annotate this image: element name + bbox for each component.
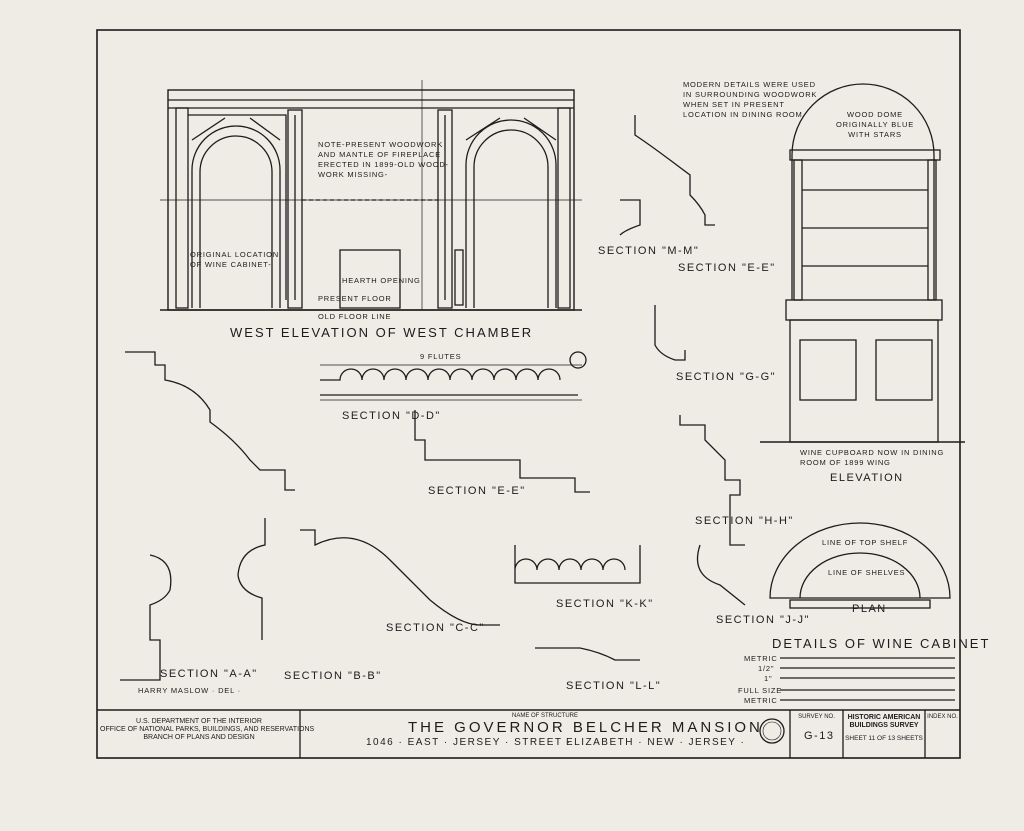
section-cc-profile — [300, 529, 500, 626]
agency-block: U.S. DEPARTMENT OF THE INTERIOR OFFICE O… — [100, 718, 315, 741]
scale-label-full-size: FULL SIZE — [738, 686, 783, 695]
line-top-shelf-label: LINE OF TOP SHELF — [822, 538, 909, 547]
section-aa-label: SECTION "A-A" — [160, 668, 258, 680]
habs-label: HISTORIC AMERICAN BUILDINGS SURVEY — [847, 714, 921, 729]
line-shelves-label: LINE OF SHELVES — [828, 568, 906, 577]
survey-number: G-13 — [804, 730, 835, 742]
section-aa-profile — [125, 351, 295, 491]
section-hh-profile — [679, 415, 745, 546]
structure-name-caption: NAME OF STRUCTURE — [512, 713, 578, 719]
note-woodwork: NOTE-PRESENT WOODWORK AND MANTLE OF FIRE… — [318, 140, 449, 179]
elevation-label: ELEVATION — [830, 472, 904, 484]
original-location-note: ORIGINAL LOCATION OF WINE CABINET- — [190, 250, 280, 269]
section-gg-label: SECTION "G-G" — [676, 371, 777, 383]
old-floor-line-label: OLD FLOOR LINE — [318, 312, 392, 321]
section-dd-label: SECTION "D-D" — [342, 410, 441, 422]
scale-label-one-inch: 1" — [764, 674, 773, 683]
section-bb-label: SECTION "B-B" — [284, 670, 382, 682]
hearth-opening-label: HEARTH OPENING — [342, 276, 421, 285]
section-ee-lower-profile — [414, 410, 590, 493]
section-hh-label: SECTION "H-H" — [695, 515, 794, 527]
section-ee-lower-label: SECTION "E-E" — [428, 485, 526, 497]
present-floor-label: PRESENT FLOOR — [318, 294, 392, 303]
section-jj-label: SECTION "J-J" — [716, 614, 810, 626]
section-mm-label: SECTION "M-M" — [598, 245, 700, 257]
structure-name: THE GOVERNOR BELCHER MANSION — [408, 719, 763, 736]
west-elevation — [160, 80, 582, 311]
sheet-border — [96, 29, 961, 759]
structure-city: ELIZABETH · NEW · JERSEY · — [566, 737, 746, 748]
scale-label-metric-top: METRIC — [744, 654, 778, 663]
section-kk-label: SECTION "K-K" — [556, 598, 654, 610]
delineator-credit: HARRY MASLOW · DEL · — [138, 686, 241, 695]
survey-no-caption: SURVEY NO. — [798, 714, 835, 720]
west-elevation-title: WEST ELEVATION OF WEST CHAMBER — [230, 325, 534, 340]
wine-cabinet-elevation — [760, 83, 965, 443]
sheet-number: SHEET 11 OF 13 SHEETS — [845, 735, 923, 742]
survey-seal — [759, 718, 785, 744]
wine-cupboard-note: WINE CUPBOARD NOW IN DINING ROOM OF 1899… — [800, 448, 945, 467]
wine-cabinet-plan — [769, 522, 951, 609]
index-no-caption: INDEX NO. — [927, 714, 958, 720]
flutes-label: 9 FLUTES — [420, 352, 462, 361]
section-gg-profile — [654, 305, 686, 361]
scale-bar — [780, 657, 955, 701]
section-jj-profile — [696, 544, 746, 606]
section-ee-upper-label: SECTION "E-E" — [678, 262, 776, 274]
wood-dome-note: WOOD DOME ORIGINALLY BLUE WITH STARS — [836, 110, 914, 139]
section-ee-upper-profile — [634, 115, 715, 226]
plan-label: PLAN — [852, 603, 887, 615]
section-cc-label: SECTION "C-C" — [386, 622, 485, 634]
structure-address: 1046 · EAST · JERSEY · STREET · — [366, 737, 572, 748]
section-bb-profile — [237, 518, 266, 640]
scale-label-half-inch: 1/2" — [758, 664, 775, 673]
section-ll-label: SECTION "L-L" — [566, 680, 662, 692]
section-aa-lower-profile — [120, 554, 172, 681]
section-dd-profile — [320, 351, 587, 401]
scale-label-metric-bottom: METRIC — [744, 696, 778, 705]
modern-details-note: MODERN DETAILS WERE USED IN SURROUNDING … — [683, 80, 818, 119]
section-mm-profile — [619, 199, 641, 236]
survey-seal-inner — [762, 721, 782, 741]
section-ll-profile — [535, 647, 640, 661]
details-title: DETAILS OF WINE CABINET — [772, 636, 991, 651]
section-kk-profile — [514, 545, 641, 584]
